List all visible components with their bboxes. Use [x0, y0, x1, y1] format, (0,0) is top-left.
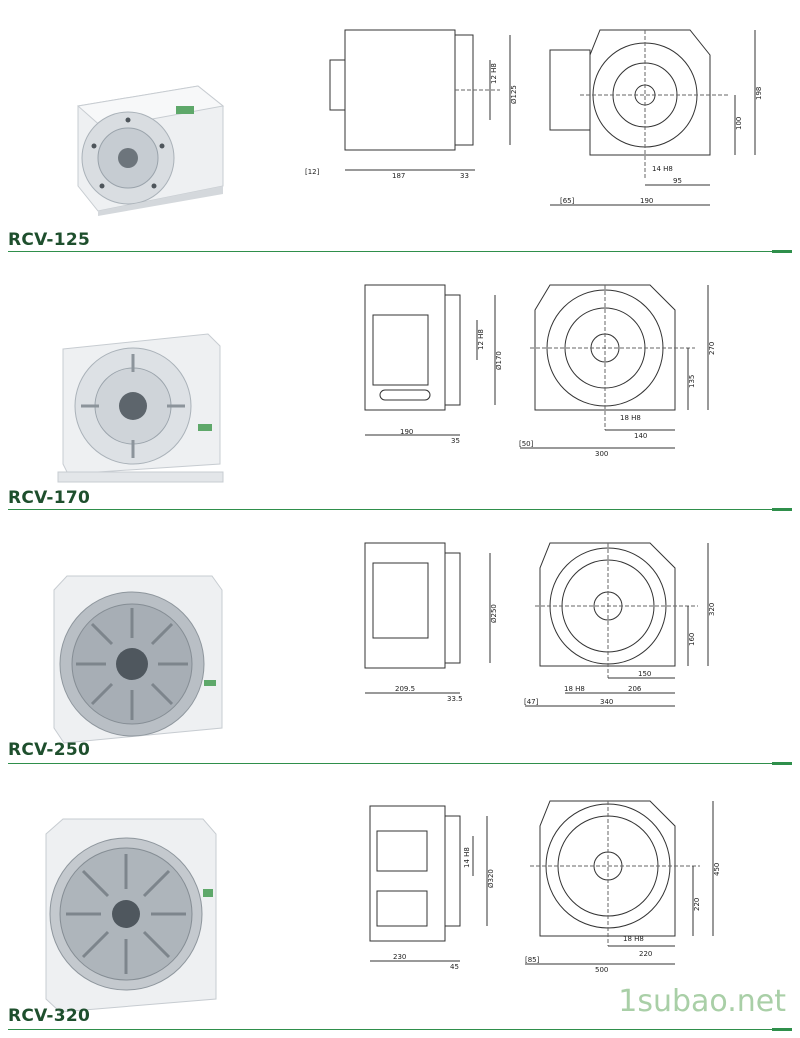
dim-bore-dia: Ø125 [510, 85, 518, 104]
section-divider [8, 763, 792, 764]
dim-side: [85] [525, 956, 540, 964]
dim-height: 198 [755, 87, 763, 100]
dim-center: 220 [693, 898, 701, 911]
dim-width: 190 [400, 428, 413, 436]
model-label-rcv-125: RCV-125 [8, 230, 91, 250]
dim-width: 300 [595, 450, 608, 458]
dim-flange: 45 [450, 963, 459, 971]
dim-side: [65] [560, 197, 575, 205]
dim-bore-slot: 12 H8 [477, 329, 485, 350]
dim-height: 270 [708, 342, 716, 355]
side-view-drawing-rcv-320: 230 45 14 H8 Ø320 [355, 796, 515, 976]
dim-width: 500 [595, 966, 608, 974]
dim-flange: 33 [460, 172, 469, 180]
front-view-drawing-rcv-320: 450 220 18 H8 220 500 [85] [515, 796, 725, 976]
product-section-rcv-250: 209.5 33.5 Ø250 320 160 150 18 H8 206 34… [0, 516, 800, 774]
dim-flange: 35 [451, 437, 460, 445]
section-divider-cap [772, 762, 792, 765]
dim-center: 160 [688, 633, 696, 646]
front-view-drawing-rcv-250: 320 160 150 18 H8 206 340 [47] [520, 538, 720, 718]
dim-width: 187 [392, 172, 405, 180]
dim-offset2: 206 [628, 685, 642, 693]
model-label-rcv-320: RCV-320 [8, 1006, 91, 1026]
model-label-rcv-250: RCV-250 [8, 740, 91, 760]
dim-side: [50] [519, 440, 534, 448]
side-view-drawing-rcv-250: 209.5 33.5 Ø250 [355, 538, 515, 708]
product-photo-rcv-125 [58, 66, 228, 216]
section-divider-cap [772, 508, 792, 511]
watermark: 1subao.net [618, 984, 786, 1019]
dim-bore-slot: 14 H8 [463, 847, 471, 868]
dim-side: [47] [524, 698, 539, 706]
side-view-drawing-rcv-125: [12] 187 33 12 H8 Ø125 [300, 20, 530, 190]
dim-bore-dia: Ø320 [487, 869, 495, 888]
dim-width: 190 [640, 197, 653, 205]
dim-slot: 18 H8 [623, 935, 644, 943]
dim-width: 209.5 [395, 685, 415, 693]
dim-left-bracket: [12] [305, 168, 320, 176]
section-divider-cap [772, 250, 792, 253]
product-photo-rcv-170 [48, 324, 228, 484]
section-divider [8, 251, 792, 252]
dim-offset: 140 [634, 432, 647, 440]
section-divider [8, 509, 792, 510]
dim-height: 320 [708, 603, 716, 616]
dim-slot: 14 H8 [652, 165, 673, 173]
dim-center: 135 [688, 375, 696, 388]
side-view-drawing-rcv-170: 190 35 12 H8 Ø170 [355, 280, 515, 450]
dim-bore-slot: 12 H8 [490, 63, 498, 84]
dim-slot: 18 H8 [620, 414, 641, 422]
product-section-rcv-170: 190 35 12 H8 Ø170 270 135 18 H8 140 300 … [0, 258, 800, 516]
product-photo-rcv-250 [42, 568, 230, 748]
product-section-rcv-125: [12] 187 33 12 H8 Ø125 198 100 14 H8 95 … [0, 0, 800, 258]
dim-width: 340 [600, 698, 613, 706]
dim-height: 450 [713, 863, 721, 876]
dim-offset: 150 [638, 670, 651, 678]
dim-flange: 33.5 [447, 695, 463, 703]
dim-offset: 95 [673, 177, 682, 185]
product-section-rcv-320: 230 45 14 H8 Ø320 450 220 18 H8 220 500 … [0, 774, 800, 1038]
dim-bore-dia: Ø170 [495, 351, 503, 370]
dim-width: 230 [393, 953, 406, 961]
dim-center: 100 [735, 117, 743, 130]
front-view-drawing-rcv-125: 198 100 14 H8 95 190 [65] [540, 20, 780, 220]
dim-offset: 220 [639, 950, 652, 958]
front-view-drawing-rcv-170: 270 135 18 H8 140 300 [50] [510, 280, 720, 460]
model-label-rcv-170: RCV-170 [8, 488, 91, 508]
product-photo-rcv-320 [38, 814, 230, 1014]
dim-bore-dia: Ø250 [490, 604, 498, 623]
section-divider-cap [772, 1028, 792, 1031]
section-divider [8, 1029, 792, 1030]
dim-slot: 18 H8 [564, 685, 585, 693]
